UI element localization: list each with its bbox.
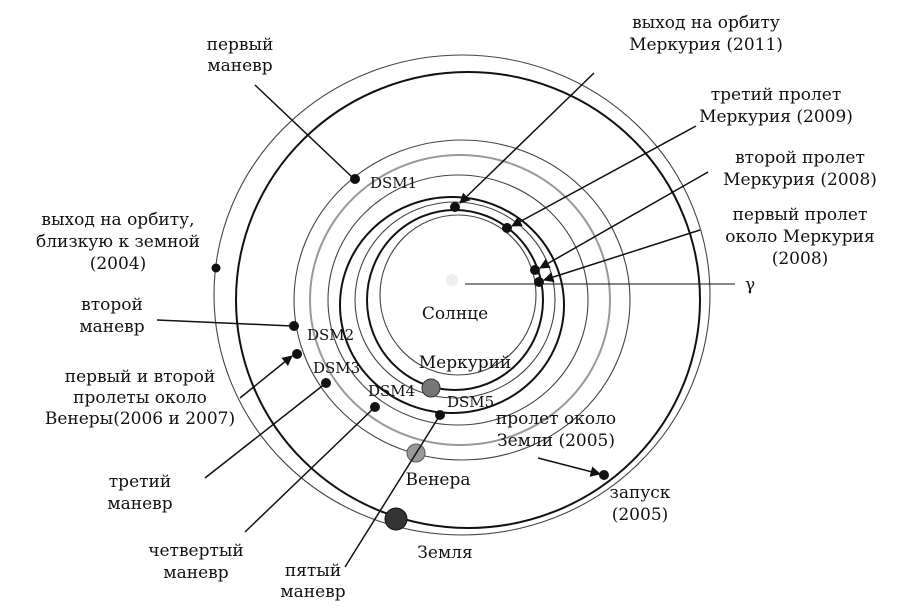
dsm4-point bbox=[370, 402, 380, 412]
transfer-orbit-1 bbox=[309, 154, 611, 446]
venus-flyby-point bbox=[292, 349, 302, 359]
earth-like-orbit bbox=[235, 71, 701, 529]
second-flyby-point bbox=[530, 265, 540, 275]
label-sun: Солнце bbox=[422, 304, 488, 324]
earth-planet-icon bbox=[384, 507, 408, 531]
mercury-planet-icon bbox=[421, 378, 441, 398]
mercury-orbit-inner bbox=[379, 214, 537, 376]
event-points bbox=[211, 174, 609, 480]
earth-like-orbit-point bbox=[211, 263, 221, 273]
label-gamma: γ bbox=[745, 275, 755, 295]
label-dsm2: DSM2 bbox=[307, 326, 354, 344]
label-launch: запуск(2005) bbox=[610, 483, 671, 525]
label-mercury: Меркурий bbox=[419, 353, 512, 373]
label-earth: Земля bbox=[417, 543, 472, 563]
earth-orbit bbox=[213, 54, 711, 536]
mercury-orbit-insertion-point bbox=[450, 202, 460, 212]
label-dsm4: DSM4 bbox=[368, 382, 415, 400]
label-dsm1: DSM1 bbox=[370, 174, 417, 192]
label-dsm5: DSM5 bbox=[447, 393, 494, 411]
transfer-orbit-3 bbox=[339, 196, 565, 414]
dsm3-point bbox=[321, 378, 331, 388]
dsm1-point bbox=[350, 174, 360, 184]
sun-icon bbox=[446, 274, 458, 286]
label-dsm3: DSM3 bbox=[313, 359, 360, 377]
transfer-orbit-2 bbox=[327, 174, 589, 426]
orbits bbox=[213, 54, 711, 536]
label-earth-like-orbit: выход на орбиту,близкую к земной(2004) bbox=[36, 210, 200, 274]
dsm5-point bbox=[435, 410, 445, 420]
first-flyby-point bbox=[534, 277, 544, 287]
third-flyby-point bbox=[502, 223, 512, 233]
launch-point bbox=[599, 470, 609, 480]
dsm2-point bbox=[289, 321, 299, 331]
venus-orbit bbox=[293, 139, 631, 461]
leader-lines bbox=[156, 72, 709, 568]
label-venus: Венера bbox=[406, 470, 471, 490]
